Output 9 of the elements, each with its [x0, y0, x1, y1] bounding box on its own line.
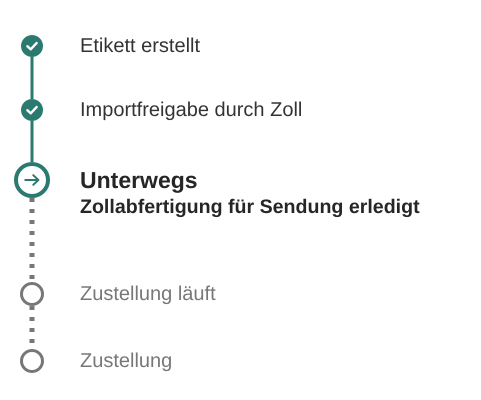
step-label: Importfreigabe durch Zoll [80, 98, 302, 122]
status-heading: Unterwegs [80, 166, 198, 194]
step-label: Zustellung [80, 349, 172, 373]
status-description: Zollabfertigung für Sendung erledigt [80, 195, 420, 219]
step-label: Etikett erstellt [80, 34, 200, 58]
connector-line [30, 121, 34, 162]
dotted-connector-line [30, 198, 34, 282]
step-label: Zustellung läuft [80, 282, 216, 306]
connector-line [30, 57, 34, 99]
